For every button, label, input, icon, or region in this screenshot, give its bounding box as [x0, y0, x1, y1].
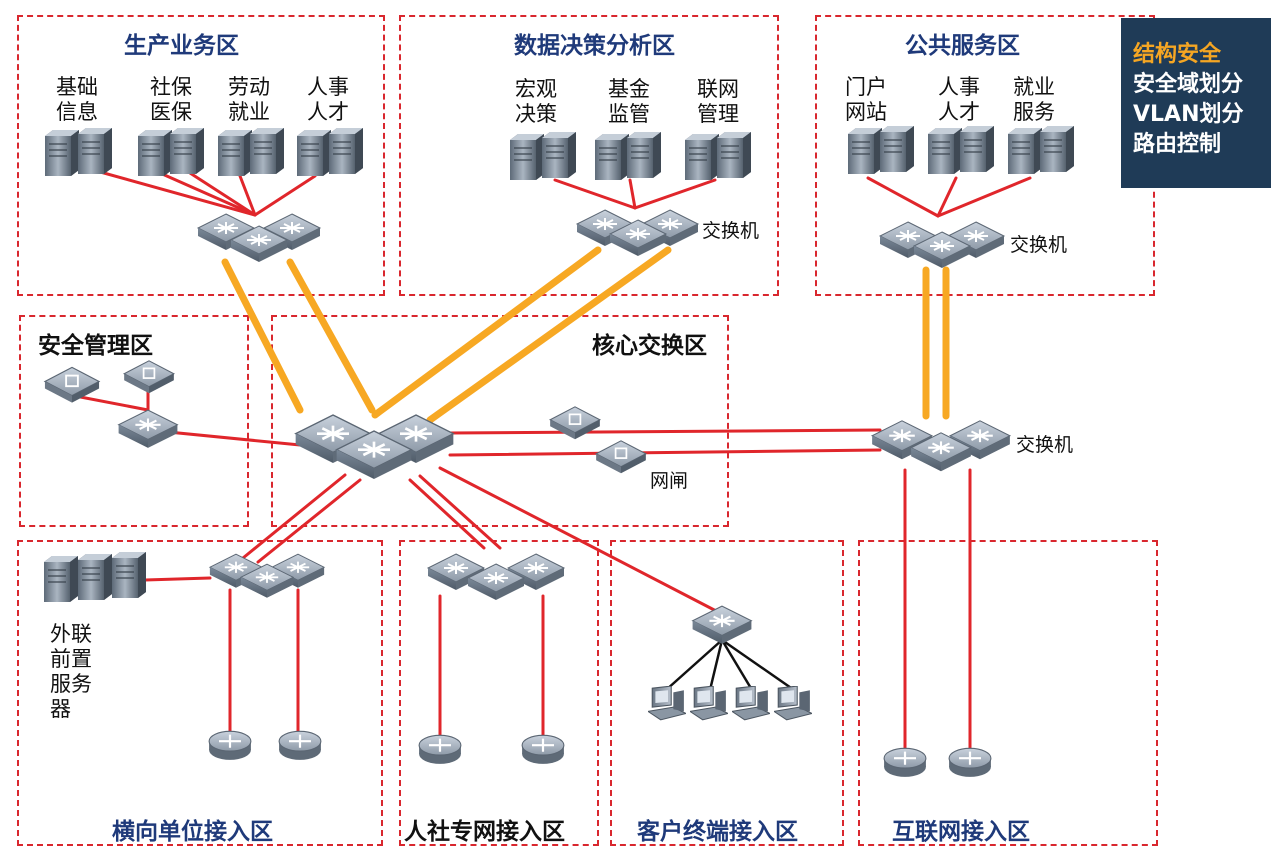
switch-hrss-icon: [427, 553, 565, 601]
label-ext-frontend: 外联 前置 服务 器: [50, 622, 92, 721]
label-portal: 门户 网站: [845, 75, 887, 124]
zone-production: [17, 15, 385, 296]
zone-title-decision: 数据决策分析区: [514, 33, 675, 59]
infobox-title: 结构安全: [1133, 42, 1222, 67]
label-fund-supervision: 基金 监管: [608, 77, 650, 126]
client-switch-icon: [691, 605, 753, 645]
zone-security-mgmt: [19, 315, 249, 527]
server-portal-icon: [848, 126, 914, 174]
structure-security-infobox: 结构安全 安全域划分 VLAN划分 路由控制: [1121, 18, 1271, 188]
client-pc-3-icon: [732, 686, 770, 721]
client-pc-4-icon: [774, 686, 812, 721]
trunk-core-decision-1: [371, 246, 602, 419]
zone-internet: [858, 540, 1158, 846]
zone-title-client: 客户终端接入区: [637, 819, 798, 845]
label-basic-info: 基础 信息: [56, 75, 98, 124]
trunk-core-production-2: [286, 258, 376, 414]
label-switch-core-right: 交换机: [1016, 434, 1074, 456]
trunk-core-production-1: [221, 258, 304, 414]
zone-core: [271, 315, 729, 527]
server-labor-employment-icon: [218, 128, 284, 176]
label-macro-decision: 宏观 决策: [515, 77, 557, 126]
server-network-mgmt-icon: [685, 132, 751, 180]
switch-lateral-icon: [208, 553, 326, 599]
zone-decision: [399, 15, 779, 296]
infobox-line-3: 路由控制: [1133, 132, 1222, 157]
server-ext-frontend-icon: [44, 552, 146, 602]
zone-title-hrss: 人社专网接入区: [404, 819, 565, 845]
zone-title-public: 公共服务区: [905, 33, 1020, 59]
label-switch-public: 交换机: [1010, 234, 1068, 256]
zone-title-core: 核心交换区: [592, 333, 707, 359]
label-labor-employment: 劳动 就业: [228, 75, 270, 124]
zone-title-production: 生产业务区: [124, 33, 239, 59]
trunk-core-decision-2: [426, 246, 672, 424]
infobox-line-1: 安全域划分: [1133, 72, 1244, 97]
mgmt-switch-icon: [117, 409, 179, 449]
zone-hrss: [399, 540, 599, 846]
switch-core-icon: [294, 413, 455, 481]
zone-title-security-mgmt: 安全管理区: [38, 333, 153, 359]
gatekeeper-icon: [595, 439, 647, 475]
label-network-mgmt: 联网 管理: [697, 77, 739, 126]
zone-client: [610, 540, 844, 846]
server-basic-info-icon: [45, 128, 112, 176]
label-social-medical: 社保 医保: [150, 75, 192, 124]
zone-title-internet: 互联网接入区: [892, 819, 1030, 845]
label-gatekeeper: 网闸: [650, 470, 689, 492]
label-employment-service: 就业 服务: [1013, 75, 1055, 124]
mgmt-device-2-icon: [123, 359, 175, 395]
router-lateral-2-icon: [278, 730, 322, 761]
server-social-medical-icon: [138, 128, 204, 176]
server-macro-decision-icon: [510, 132, 576, 180]
switch-public-icon: [879, 221, 1005, 269]
server-hr-talent-icon: [297, 128, 363, 176]
router-internet-2-icon: [948, 747, 992, 778]
server-hr-talent-public-icon: [928, 126, 994, 174]
zone-title-lateral: 横向单位接入区: [112, 819, 273, 845]
switch-production-icon: [197, 213, 321, 263]
label-switch-decision: 交换机: [702, 220, 760, 242]
label-hr-talent-prod: 人事 人才: [307, 75, 349, 124]
mgmt-device-1-icon: [43, 366, 101, 404]
router-hrss-2-icon: [521, 734, 565, 765]
server-fund-supervision-icon: [595, 132, 661, 180]
server-employment-service-icon: [1008, 126, 1074, 174]
client-pc-1-icon: [648, 686, 686, 721]
label-hr-talent-public: 人事 人才: [938, 75, 980, 124]
gatekeeper-top-icon: [549, 405, 601, 441]
switch-core-right-icon: [871, 419, 1011, 473]
client-pc-2-icon: [690, 686, 728, 721]
router-lateral-1-icon: [208, 730, 252, 761]
router-internet-1-icon: [883, 747, 927, 778]
infobox-line-2: VLAN划分: [1133, 102, 1244, 127]
router-hrss-1-icon: [418, 734, 462, 765]
zone-lateral: [17, 540, 383, 846]
